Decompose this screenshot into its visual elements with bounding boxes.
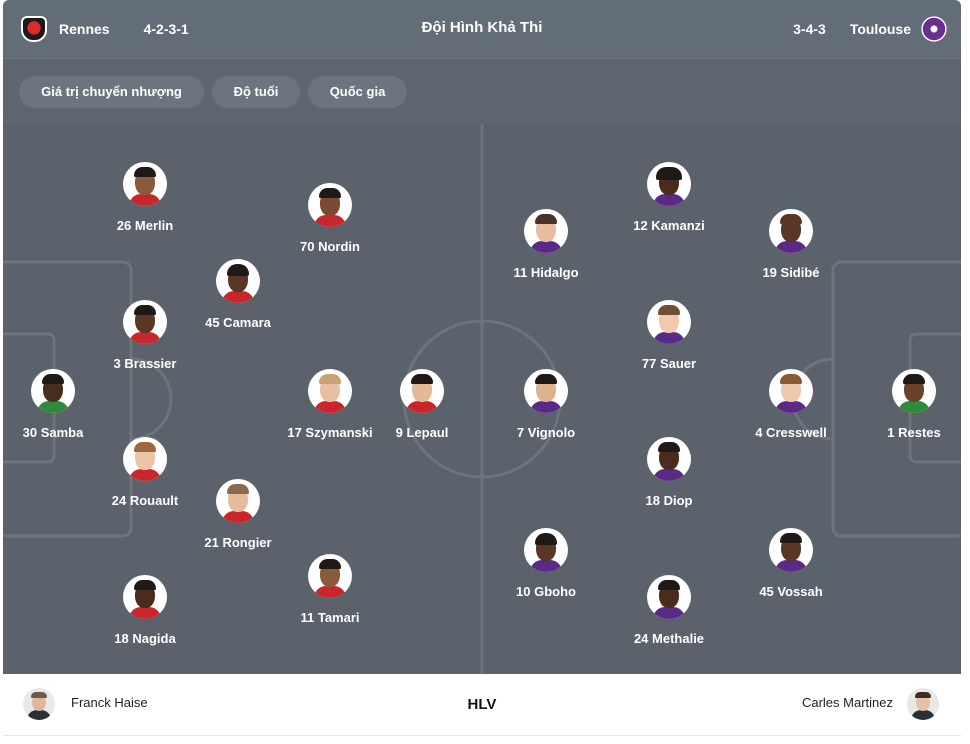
away-team-name: Toulouse bbox=[849, 21, 911, 37]
player-home-camara[interactable]: 45 Camara bbox=[173, 259, 303, 330]
player-name: 4 Cresswell bbox=[755, 425, 827, 440]
home-coach-name[interactable]: Franck Haise bbox=[71, 695, 148, 710]
home-formation: 4-2-3-1 bbox=[143, 21, 189, 37]
player-avatar bbox=[647, 300, 691, 344]
away-penalty-area bbox=[831, 260, 961, 538]
page-title: Đội Hình Khả Thi bbox=[421, 19, 543, 36]
player-away-restes[interactable]: 1 Restes bbox=[849, 369, 961, 440]
player-name: 24 Methalie bbox=[633, 631, 705, 646]
player-away-diop[interactable]: 18 Diop bbox=[604, 437, 734, 508]
player-away-gboho[interactable]: 10 Gboho bbox=[481, 528, 611, 599]
player-avatar bbox=[769, 209, 813, 253]
player-away-cresswell[interactable]: 4 Cresswell bbox=[726, 369, 856, 440]
lineup-header: Rennes 4-2-3-1 Đội Hình Khả Thi 3-4-3 To… bbox=[3, 0, 961, 58]
player-home-nagida[interactable]: 18 Nagida bbox=[80, 575, 210, 646]
away-team[interactable]: 3-4-3 Toulouse bbox=[793, 0, 947, 58]
player-name: 1 Restes bbox=[887, 425, 941, 440]
player-name: 17 Szymanski bbox=[287, 425, 373, 440]
player-away-hidalgo[interactable]: 11 Hidalgo bbox=[481, 209, 611, 280]
player-name: 18 Diop bbox=[645, 493, 693, 508]
player-home-nordin[interactable]: 70 Nordin bbox=[265, 183, 395, 254]
player-name: 24 Rouault bbox=[111, 493, 179, 508]
player-avatar bbox=[123, 575, 167, 619]
player-avatar bbox=[769, 369, 813, 413]
rennes-crest-icon bbox=[21, 16, 47, 42]
player-avatar bbox=[524, 209, 568, 253]
player-away-kamanzi[interactable]: 12 Kamanzi bbox=[604, 162, 734, 233]
player-home-merlin[interactable]: 26 Merlin bbox=[80, 162, 210, 233]
coach-label: HLV bbox=[467, 696, 497, 713]
tab-transfer-value[interactable]: Giá trị chuyển nhượng bbox=[19, 76, 204, 108]
player-home-rouault[interactable]: 24 Rouault bbox=[80, 437, 210, 508]
player-avatar bbox=[123, 437, 167, 481]
away-coach-name[interactable]: Carles Martinez bbox=[801, 695, 893, 710]
player-name: 70 Nordin bbox=[300, 239, 360, 254]
tab-country[interactable]: Quốc gia bbox=[308, 76, 407, 108]
home-penalty-arc bbox=[130, 357, 173, 441]
player-avatar bbox=[400, 369, 444, 413]
player-name: 45 Vossah bbox=[759, 584, 823, 599]
player-name: 19 Sidibé bbox=[762, 265, 820, 280]
player-away-sauer[interactable]: 77 Sauer bbox=[604, 300, 734, 371]
player-avatar bbox=[524, 528, 568, 572]
player-name: 77 Sauer bbox=[641, 356, 697, 371]
player-avatar bbox=[123, 300, 167, 344]
home-team-name: Rennes bbox=[59, 21, 110, 37]
away-formation: 3-4-3 bbox=[793, 21, 826, 37]
player-avatar bbox=[647, 437, 691, 481]
player-name: 21 Rongier bbox=[204, 535, 272, 550]
home-team[interactable]: Rennes 4-2-3-1 bbox=[21, 0, 189, 58]
player-name: 7 Vignolo bbox=[516, 425, 576, 440]
player-name: 30 Samba bbox=[22, 425, 84, 440]
player-home-lepaul[interactable]: 9 Lepaul bbox=[357, 369, 487, 440]
home-penalty-area bbox=[3, 260, 133, 538]
player-avatar bbox=[123, 162, 167, 206]
player-away-vignolo[interactable]: 7 Vignolo bbox=[481, 369, 611, 440]
player-home-szymanski[interactable]: 17 Szymanski bbox=[265, 369, 395, 440]
player-name: 3 Brassier bbox=[113, 356, 177, 371]
player-avatar bbox=[216, 479, 260, 523]
player-avatar bbox=[31, 369, 75, 413]
filter-toolbar: Giá trị chuyển nhượng Độ tuổi Quốc gia bbox=[3, 58, 961, 124]
player-name: 10 Gboho bbox=[516, 584, 576, 599]
pitch: 26 Merlin 70 Nordin 45 Camara 3 Brassier… bbox=[3, 124, 961, 674]
player-avatar bbox=[892, 369, 936, 413]
player-avatar bbox=[647, 575, 691, 619]
player-avatar bbox=[647, 162, 691, 206]
player-avatar bbox=[308, 369, 352, 413]
player-avatar bbox=[308, 554, 352, 598]
player-name: 11 Tamari bbox=[300, 610, 360, 625]
player-name: 11 Hidalgo bbox=[513, 265, 579, 280]
home-coach-avatar[interactable] bbox=[23, 688, 55, 720]
player-avatar bbox=[524, 369, 568, 413]
lineup-widget: Rennes 4-2-3-1 Đội Hình Khả Thi 3-4-3 To… bbox=[3, 0, 961, 744]
player-away-methalie[interactable]: 24 Methalie bbox=[604, 575, 734, 646]
player-name: 12 Kamanzi bbox=[633, 218, 705, 233]
player-home-samba[interactable]: 30 Samba bbox=[3, 369, 118, 440]
away-coach-avatar[interactable] bbox=[907, 688, 939, 720]
player-away-sidibe[interactable]: 19 Sidibé bbox=[726, 209, 856, 280]
player-name: 45 Camara bbox=[205, 315, 271, 330]
tab-age[interactable]: Độ tuổi bbox=[212, 76, 300, 108]
player-home-tamari[interactable]: 11 Tamari bbox=[265, 554, 395, 625]
player-avatar bbox=[216, 259, 260, 303]
player-name: 9 Lepaul bbox=[395, 425, 449, 440]
player-avatar bbox=[769, 528, 813, 572]
coaches-bar: Franck Haise HLV Carles Martinez bbox=[3, 674, 961, 736]
player-home-rongier[interactable]: 21 Rongier bbox=[173, 479, 303, 550]
player-avatar bbox=[308, 183, 352, 227]
player-name: 26 Merlin bbox=[116, 218, 174, 233]
toulouse-crest-icon bbox=[921, 16, 947, 42]
player-home-brassier[interactable]: 3 Brassier bbox=[80, 300, 210, 371]
player-name: 18 Nagida bbox=[114, 631, 176, 646]
player-away-vossah[interactable]: 45 Vossah bbox=[726, 528, 856, 599]
